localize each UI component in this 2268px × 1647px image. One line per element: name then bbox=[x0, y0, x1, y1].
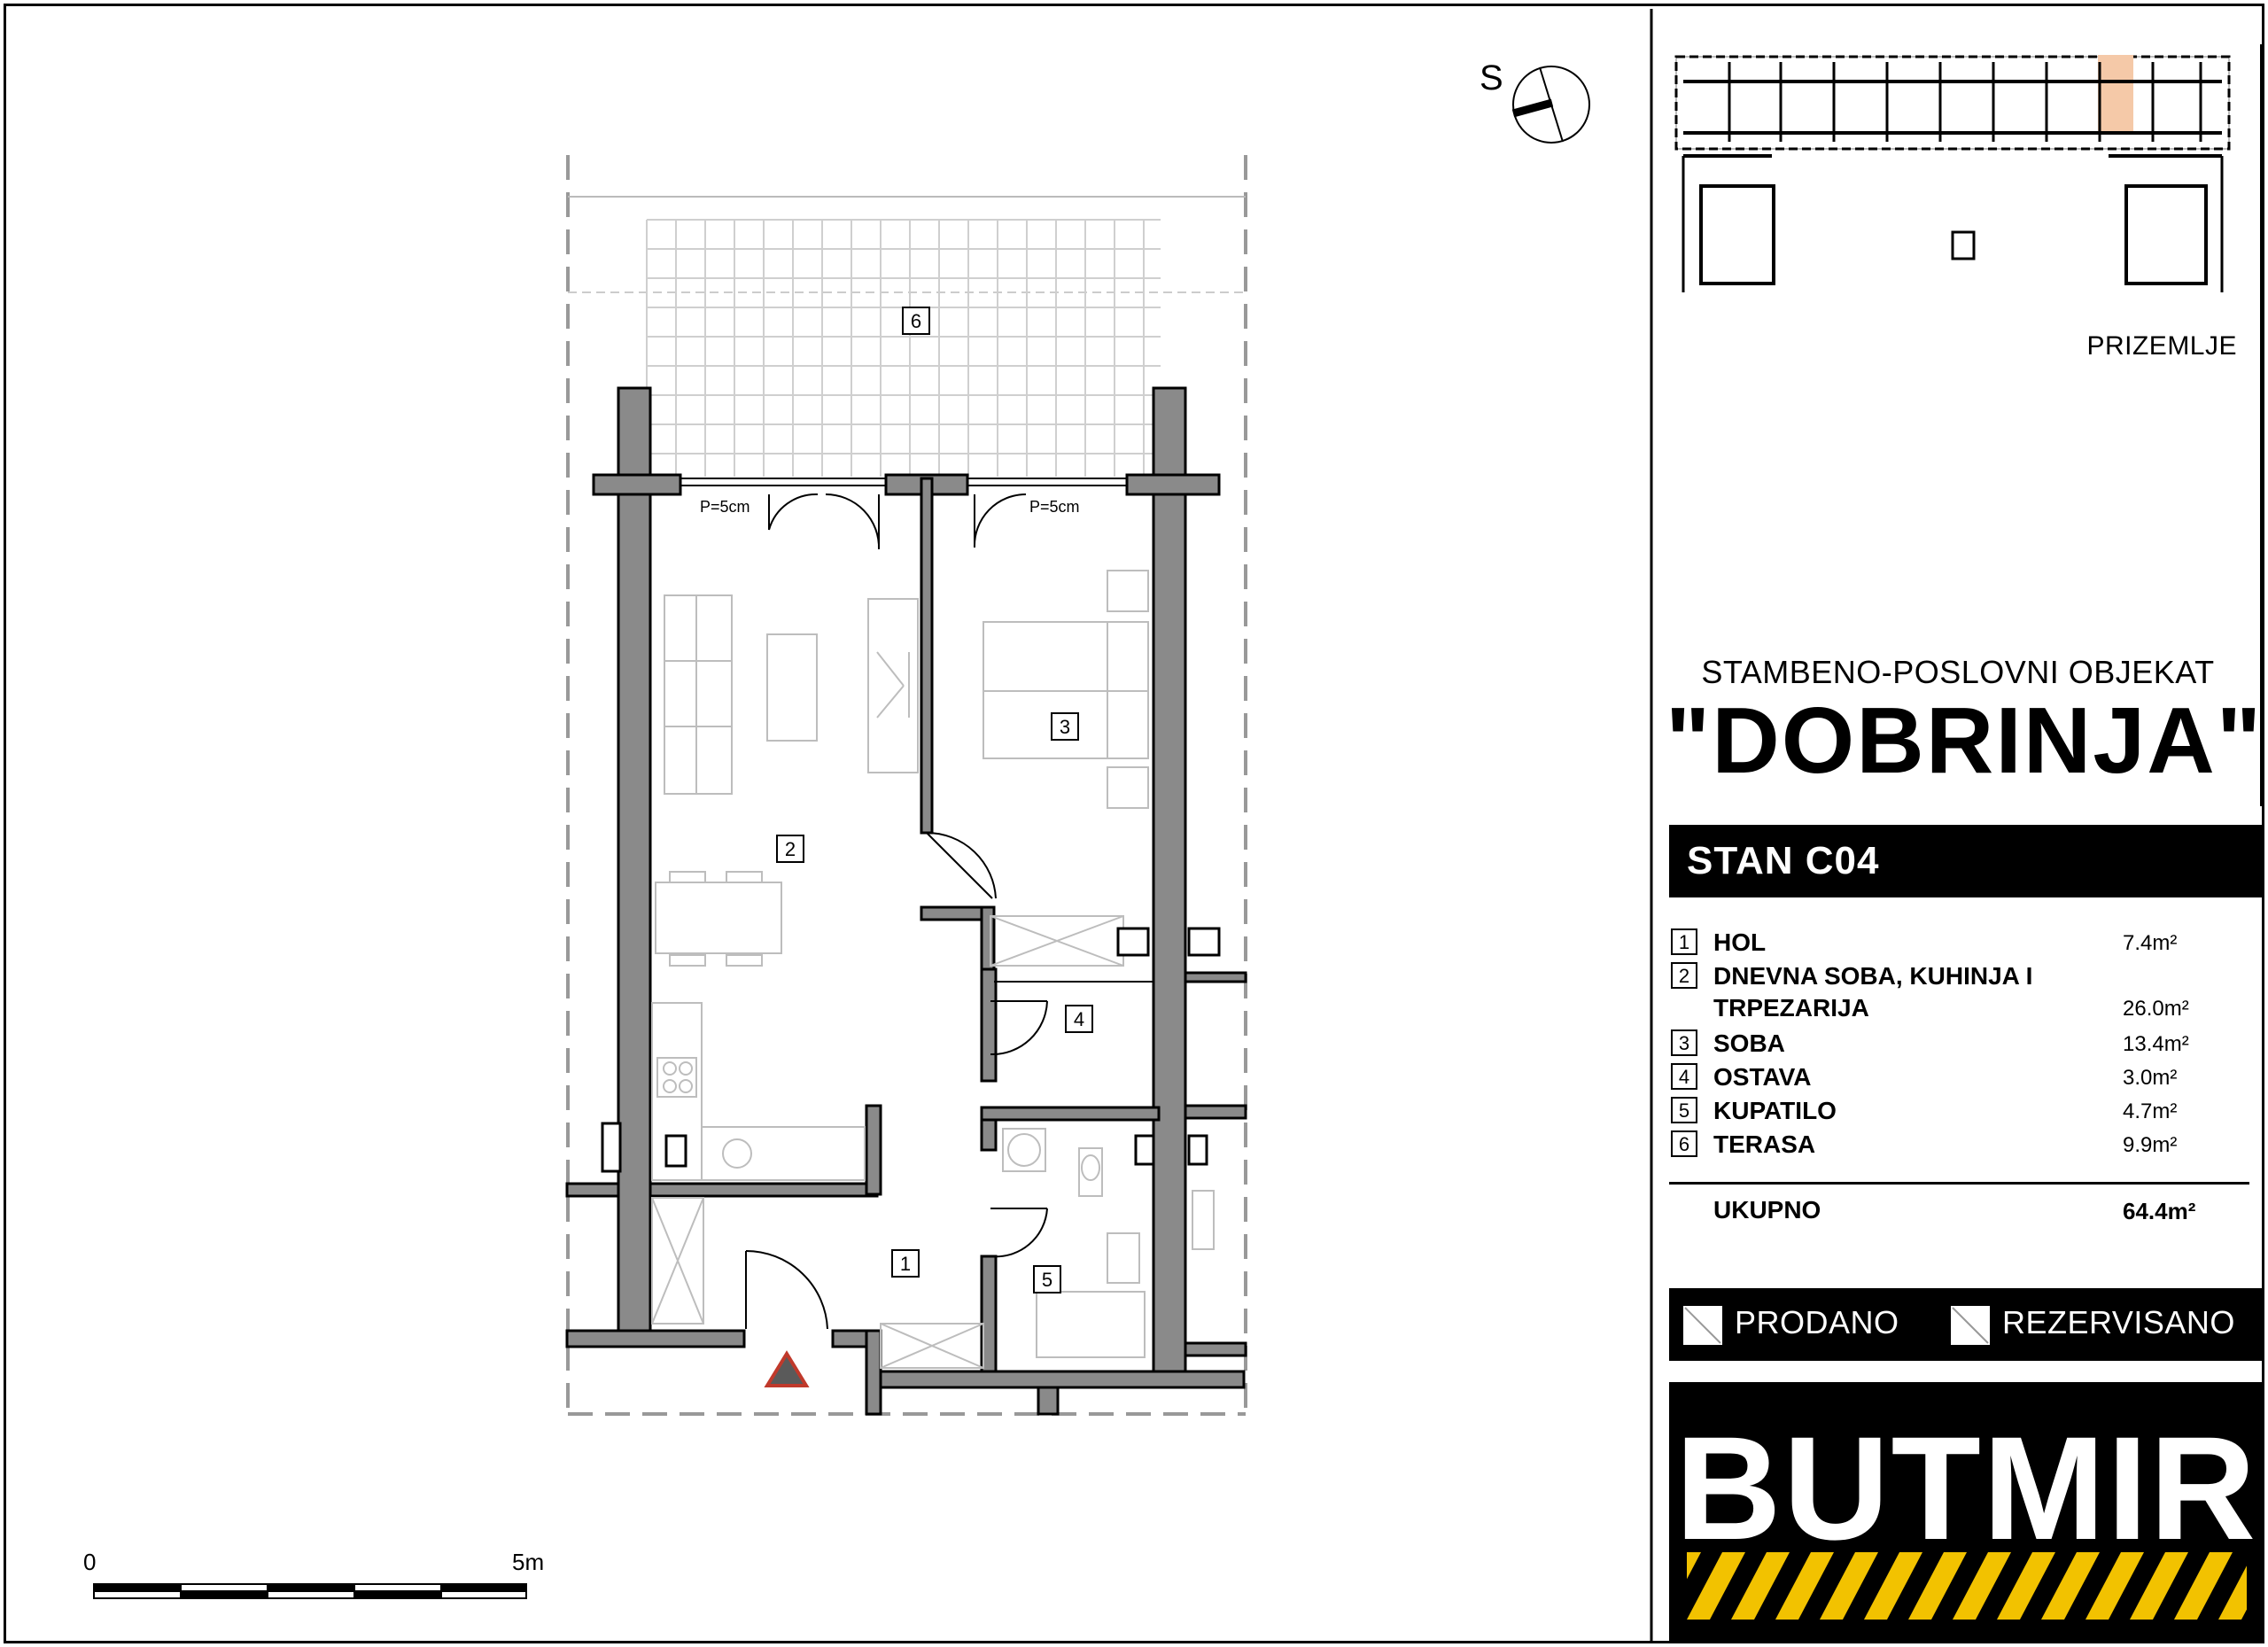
room-name: SOBA bbox=[1713, 1029, 1785, 1057]
compass-icon bbox=[1511, 66, 1590, 144]
hazard-stripe-segment bbox=[2085, 1552, 2144, 1620]
sold-label: PRODANO bbox=[1735, 1304, 1899, 1340]
room-number: 4 bbox=[1671, 1063, 1697, 1090]
brand-logo: BUTMIR bbox=[1669, 1382, 2264, 1642]
scale-end-label: 5m bbox=[512, 1549, 545, 1575]
room-number: 1 bbox=[1671, 928, 1697, 955]
hazard-stripe-segment bbox=[1997, 1552, 2055, 1620]
hazard-stripe-segment bbox=[1864, 1552, 1922, 1620]
room-number: 6 bbox=[1671, 1130, 1697, 1157]
room-tag-4: 4 bbox=[1065, 1005, 1093, 1033]
total-label: UKUPNO bbox=[1713, 1196, 1821, 1224]
lot-outline bbox=[566, 155, 1247, 1416]
room-tag-2: 2 bbox=[776, 835, 804, 863]
walls bbox=[565, 386, 1247, 1416]
room-name: KUPATILO bbox=[1713, 1097, 1837, 1124]
hazard-stripe-segment bbox=[1953, 1552, 2011, 1620]
terrace-tiles bbox=[646, 219, 1161, 477]
furniture bbox=[651, 570, 1215, 1369]
door-swings bbox=[745, 493, 1048, 1330]
total-divider bbox=[1669, 1182, 2249, 1185]
reserved-label: REZERVISANO bbox=[2002, 1304, 2235, 1340]
room-tag-5: 5 bbox=[1033, 1265, 1061, 1294]
drawing-frame bbox=[4, 4, 2264, 1643]
room-area: 9.9m² bbox=[2123, 1133, 2178, 1157]
room-row: 2 DNEVNA SOBA, KUHINJA I TRPEZARIJA 26.0… bbox=[1669, 960, 2218, 1028]
unit-name: STAN C04 bbox=[1687, 839, 1880, 882]
hazard-stripe-segment bbox=[2041, 1552, 2100, 1620]
room-area: 7.4m² bbox=[2123, 931, 2178, 955]
door-note: P=5cm bbox=[1029, 498, 1080, 516]
scale-start-label: 0 bbox=[83, 1549, 97, 1575]
project-subtitle: STAMBENO-POSLOVNI OBJEKAT bbox=[1701, 654, 2215, 690]
hazard-stripe-segment bbox=[1731, 1552, 1790, 1620]
level-label: PRIZEMLJE bbox=[2086, 331, 2237, 361]
scale-bar bbox=[93, 1583, 527, 1599]
door-note: P=5cm bbox=[700, 498, 750, 516]
room-number: 3 bbox=[1671, 1029, 1697, 1056]
room-number: 5 bbox=[1671, 1097, 1697, 1123]
hazard-stripe bbox=[1687, 1552, 2247, 1620]
room-row: 1 HOL 7.4m² bbox=[1669, 927, 2218, 960]
room-area: 13.4m² bbox=[2123, 1032, 2189, 1056]
room-area: 4.7m² bbox=[2123, 1099, 2178, 1123]
reserved-swatch-icon bbox=[1951, 1306, 1990, 1345]
hazard-stripe-segment bbox=[1775, 1552, 1834, 1620]
room-name: HOL bbox=[1713, 928, 1767, 956]
room-number: 2 bbox=[1671, 962, 1697, 989]
room-tag-6: 6 bbox=[902, 307, 930, 335]
unit-header: STAN C04 bbox=[1669, 825, 2264, 897]
compass-label: S bbox=[1480, 58, 1503, 97]
room-name: TERASA bbox=[1713, 1130, 1816, 1158]
sold-swatch-icon bbox=[1683, 1306, 1722, 1345]
project-title: "DOBRINJA" bbox=[1666, 688, 2264, 793]
room-tag-3: 3 bbox=[1051, 712, 1079, 741]
room-name: OSTAVA bbox=[1713, 1063, 1812, 1091]
room-area: 3.0m² bbox=[2123, 1066, 2178, 1090]
key-plan bbox=[1674, 55, 2231, 292]
room-name: DNEVNA SOBA, KUHINJA I bbox=[1713, 962, 2033, 990]
room-row: 6 TERASA 9.9m² bbox=[1669, 1129, 2218, 1162]
total-area: 64.4m² bbox=[2123, 1198, 2196, 1224]
hazard-stripe-segment bbox=[2130, 1552, 2188, 1620]
room-name-line2: TRPEZARIJA bbox=[1713, 994, 1869, 1022]
room-row: 4 OSTAVA 3.0m² bbox=[1669, 1061, 2218, 1095]
hazard-stripe-segment bbox=[1908, 1552, 1967, 1620]
hazard-stripe-segment bbox=[2174, 1552, 2233, 1620]
room-row: 5 KUPATILO 4.7m² bbox=[1669, 1095, 2218, 1129]
status-legend: PRODANO REZERVISANO bbox=[1669, 1288, 2264, 1361]
brand-name: BUTMIR bbox=[1674, 1407, 2258, 1571]
room-area: 26.0m² bbox=[2123, 997, 2189, 1021]
room-tag-1: 1 bbox=[891, 1249, 920, 1278]
hazard-stripe-segment bbox=[1820, 1552, 1878, 1620]
warning-triangle-icon bbox=[764, 1350, 810, 1387]
room-row: 3 SOBA 13.4m² bbox=[1669, 1028, 2218, 1061]
hazard-stripe-segment bbox=[1687, 1552, 1745, 1620]
